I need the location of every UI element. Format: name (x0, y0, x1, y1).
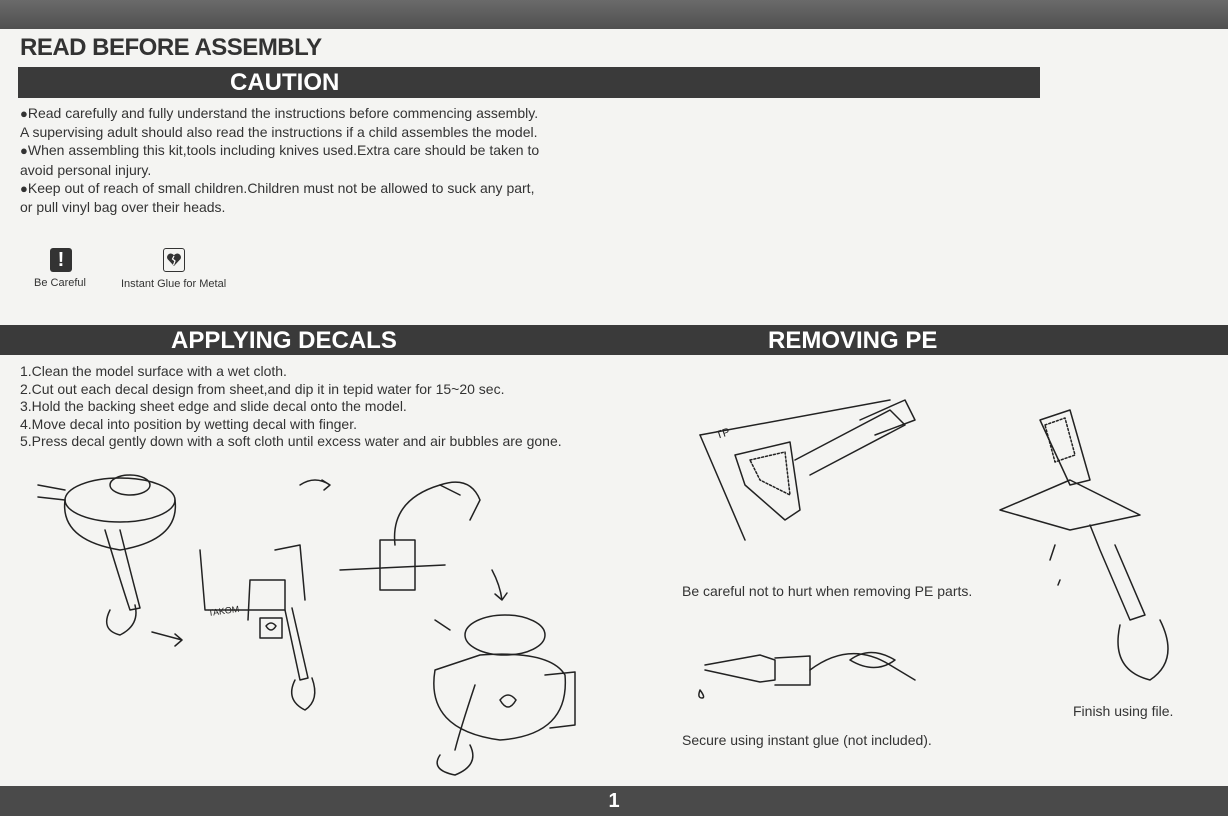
scan-top-border (0, 0, 1228, 29)
caption-glue: Secure using instant glue (not included)… (682, 732, 932, 748)
step: 4.Move decal into position by wetting de… (20, 415, 357, 432)
step: 1.Clean the model surface with a wet clo… (20, 363, 287, 379)
turret-apply-sketch (433, 614, 576, 776)
decals-heading: APPLYING DECALS (171, 327, 397, 354)
decal-steps: 1.Clean the model surface with a wet clo… (20, 363, 562, 451)
pe-fret-cutting-sketch (699, 399, 916, 541)
decal-illustration (37, 474, 576, 776)
decal-sheet-sketch (199, 544, 316, 711)
caution-text: ●Read carefully and fully understand the… (20, 104, 539, 216)
step: 2.Cut out each decal design from sheet,a… (20, 380, 505, 397)
arrow (491, 569, 508, 601)
caution-line: A supervising adult should also read the… (20, 124, 538, 141)
caption-careful: Be careful not to hurt when removing PE … (682, 583, 973, 599)
page-title: READ BEFORE ASSEMBLY (20, 34, 322, 61)
exclamation-icon: ! (50, 248, 72, 272)
caution-banner: CAUTION (18, 67, 1040, 98)
caution-line: or pull vinyl bag over their heads. (20, 199, 226, 216)
turret-cleaning-sketch (37, 474, 177, 636)
caption-file: Finish using file. (1073, 703, 1174, 719)
section-bar (0, 325, 1228, 355)
arrow (299, 479, 331, 491)
caution-line: ●Keep out of reach of small children.Chi… (20, 179, 535, 196)
pe-filing-sketch (999, 409, 1169, 681)
step: 5.Press decal gently down with a soft cl… (20, 433, 562, 449)
pe-heading: REMOVING PE (768, 327, 938, 354)
page-number: 1 (0, 786, 1228, 816)
legend-label: Be Careful (34, 277, 86, 289)
arrow (151, 631, 183, 647)
pe-illustration (698, 399, 1169, 699)
caution-line: ●When assembling this kit,tools includin… (20, 142, 540, 159)
pe-glue-sketch (698, 651, 916, 699)
broken-heart-icon (163, 248, 185, 272)
caution-line: ●Read carefully and fully understand the… (20, 105, 539, 121)
step: 3.Hold the backing sheet edge and slide … (20, 398, 407, 414)
caution-line: avoid personal injury. (20, 161, 152, 178)
dip-water-sketch (339, 481, 481, 591)
legend-label: Instant Glue for Metal (121, 278, 227, 290)
